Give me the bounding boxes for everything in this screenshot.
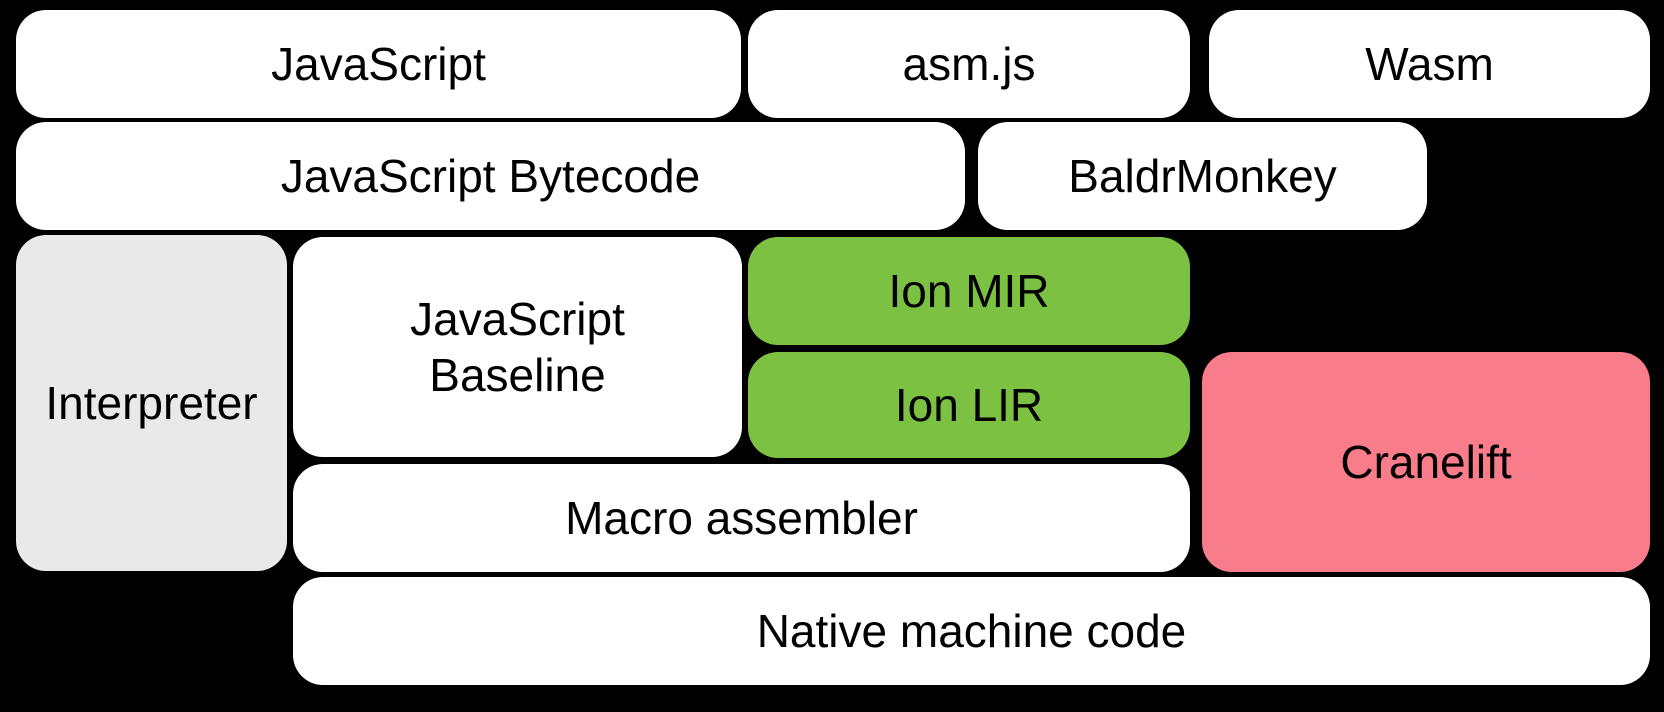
node-asm-js: asm.js	[748, 10, 1190, 118]
node-ion-mir: Ion MIR	[748, 237, 1190, 345]
node-native-machine-code: Native machine code	[293, 577, 1650, 685]
node-cranelift: Cranelift	[1202, 352, 1650, 572]
node-interpreter: Interpreter	[16, 235, 287, 571]
node-ion-lir: Ion LIR	[748, 352, 1190, 458]
node-baldrmonkey: BaldrMonkey	[978, 122, 1427, 230]
node-wasm: Wasm	[1209, 10, 1650, 118]
node-javascript: JavaScript	[16, 10, 741, 118]
node-javascript-bytecode: JavaScript Bytecode	[16, 122, 965, 230]
node-macro-assembler: Macro assembler	[293, 464, 1190, 572]
node-javascript-baseline: JavaScript Baseline	[293, 237, 742, 457]
